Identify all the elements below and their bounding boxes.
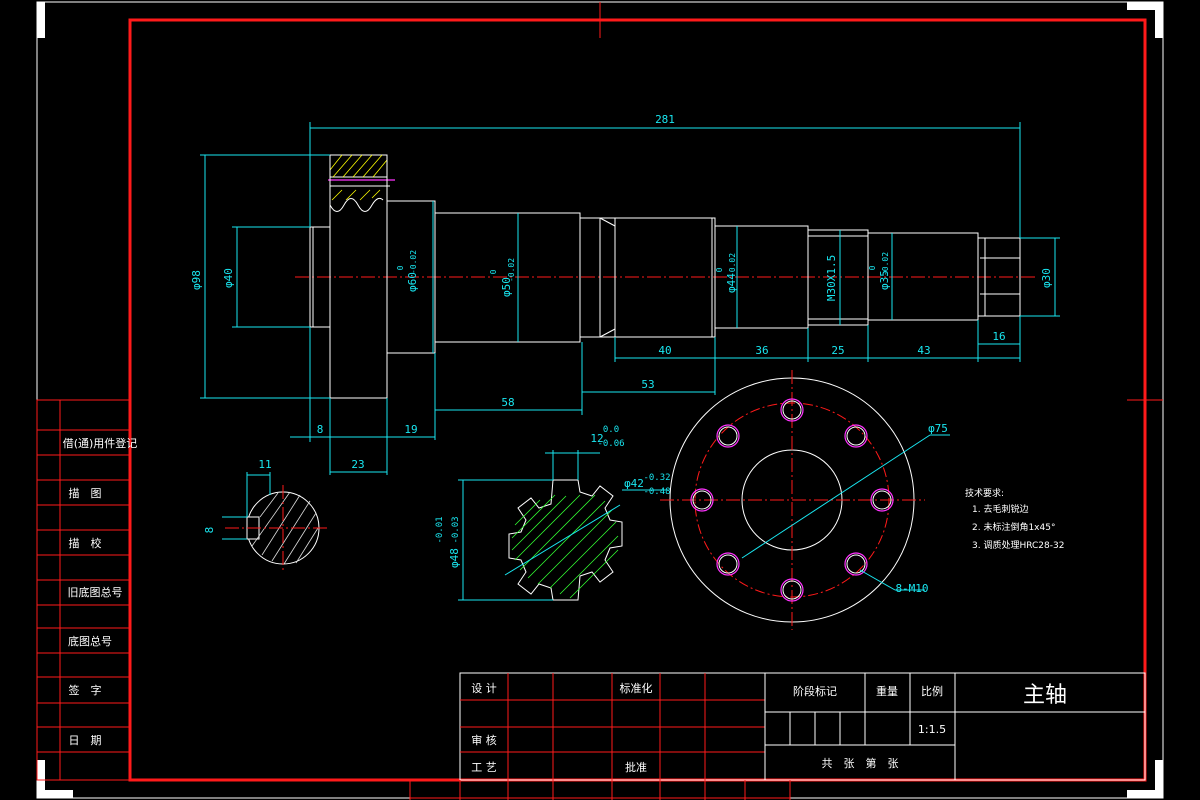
technical-notes: 技术要求: 1. 去毛刺锐边 2. 未标注倒角1x45° 3. 调质处理HRC2… [965,487,1064,551]
title-block: 设 计 标准化 审 核 工 艺 批准 阶段标记 重量 比例 1:1.5 共 张 … [409,672,1146,800]
side-label-date: 日 期 [69,734,102,747]
gear-hatch [329,154,388,178]
bolt-holes [690,398,894,602]
dim-len-25: 25 [831,344,844,357]
dim-len-8: 8 [317,423,324,436]
dim-d40: φ40 [222,268,235,288]
title-label-standardize: 标准化 [620,681,653,695]
side-label-old-number: 旧底图总号 [68,585,123,599]
note-item-2: 2. 未标注倒角1x45° [972,521,1055,533]
dim-d30: φ30 [1040,268,1053,288]
dim-len-53: 53 [641,378,654,391]
dim-len-58: 58 [501,396,514,409]
dim-d98: φ98 [190,270,203,290]
title-label-weight: 重量 [876,684,898,698]
title-label-stage-mark: 阶段标记 [793,684,837,698]
dim-spline-d42: φ42 [624,477,644,490]
dim-d44: φ44 [725,273,738,293]
notes-heading: 技术要求: [965,487,1004,499]
dim-key-11: 11 [258,458,271,471]
dim-spline-width-tol-low: -0.06 [597,439,624,449]
dim-spline-width: 12 [590,432,603,445]
title-label-design: 设 计 [471,682,497,695]
dim-d50: φ50 [500,277,513,297]
dim-len-23: 23 [351,458,364,471]
dim-d35-tol: -0.02 [881,252,890,276]
dim-d44-tol-up: 0 [715,267,724,272]
tooth-hatch [331,189,381,201]
dim-d35-tol-up: 0 [868,265,877,270]
dim-key-8: 8 [203,527,216,534]
side-block: 借(通)用件登记 描 图 描 校 旧底图总号 底图总号 签 字 日 期 [36,399,138,781]
note-item-3: 3. 调质处理HRC28-32 [972,539,1064,551]
shaft-view [295,154,1035,400]
drawing-frame [128,18,1147,782]
keyway-section: 11 8 [203,458,330,570]
side-label-signature: 签 字 [69,683,102,697]
dim-len-36: 36 [755,344,768,357]
dim-d35: φ35 [878,270,891,290]
dim-bolts: 8-M10 [895,582,928,595]
side-label-trace-check: 描 校 [69,536,102,550]
dim-d60-tol-low: -0.02 [409,250,418,274]
dim-len-43: 43 [917,344,930,357]
dim-spline-d42-tol-up: -0.32 [643,473,670,483]
note-item-1: 1. 去毛刺锐边 [972,503,1028,515]
spline-section: 12 0.0 -0.06 φ42 -0.32 -0.48 φ48 -0.01 -… [435,425,671,601]
title-label-review: 审 核 [471,733,497,747]
dim-flange-d75: φ75 [928,422,948,435]
dim-len-19: 19 [404,423,417,436]
corner-marks [37,2,1163,798]
title-label-process: 工 艺 [471,761,497,774]
dim-d50-tol-low: -0.02 [507,258,516,282]
dim-spline-d48-tol-low: -0.03 [451,516,461,543]
sheet-border [36,1,1164,799]
title-label-approve: 批准 [625,760,647,774]
dim-len-16: 16 [992,330,1005,343]
drawing-title: 主轴 [1023,683,1067,708]
dim-spline-d48: φ48 [448,548,461,568]
side-label-base-number: 底图总号 [68,634,112,648]
shaft-dimensions: 281 φ98 φ40 φ60 0 -0.02 φ50 0 -0.02 φ44 … [190,113,1060,475]
flange-view: φ75 8-M10 [660,370,950,630]
dim-len-40: 40 [658,344,671,357]
dim-d60-tol-up: 0 [396,265,405,270]
dim-spline-width-tol-up: 0.0 [603,425,619,435]
dim-d44-tol: -0.02 [728,253,737,277]
side-label-trace: 描 图 [69,486,102,500]
dim-overall-length: 281 [655,113,675,126]
keyway-hatch [251,491,319,565]
dim-m30: M30X1.5 [825,255,838,301]
dim-d60: φ60 [406,272,419,292]
dim-d50-tol-up: 0 [489,269,498,274]
dim-spline-d48-tol-up: -0.01 [435,516,445,543]
spline-hatch [511,494,619,599]
sheets-text: 共 张 第 张 [822,756,899,770]
dim-spline-d42-tol-low: -0.48 [643,487,670,497]
scale-value: 1:1.5 [918,723,946,736]
side-label-borrow: 借(通)用件登记 [63,436,138,450]
title-label-scale: 比例 [921,684,943,698]
